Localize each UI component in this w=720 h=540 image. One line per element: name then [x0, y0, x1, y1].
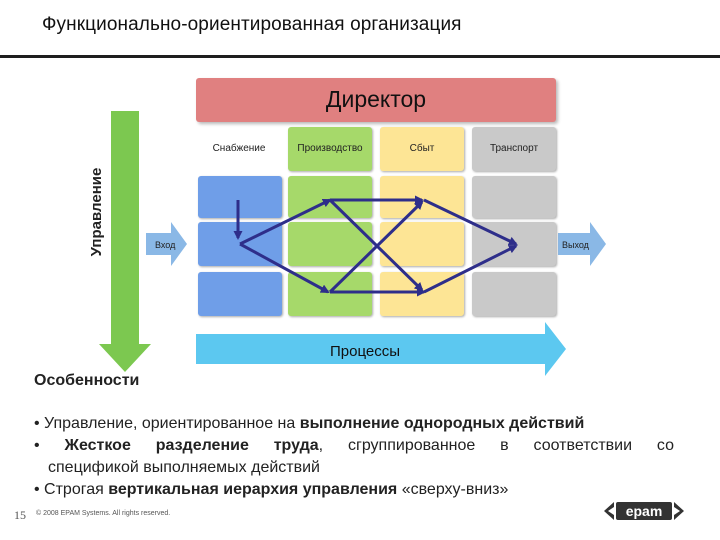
features-title: Особенности [34, 372, 140, 389]
production-head-cell [288, 127, 372, 171]
header-rule [0, 55, 720, 58]
bullet-3-bold: вертикальная иерархия управления [108, 481, 398, 498]
entry-arrow [146, 222, 187, 266]
director-box [196, 78, 556, 122]
flow-arrow-to-production-top [239, 198, 332, 246]
logo-text: epam [626, 503, 663, 519]
page-number: 15 [14, 508, 26, 522]
bullet-1: • Управление, ориентированное на выполне… [34, 415, 585, 432]
processes-label: Процессы [330, 343, 401, 360]
features-list: • Управление, ориентированное на выполне… [34, 413, 674, 501]
exit-arrow [558, 222, 606, 266]
bullet-1-text: Управление, ориентированное на [44, 415, 300, 432]
bullet-3-pre: Строгая [44, 481, 109, 498]
flow-arrow-to-transport-from-top [423, 198, 518, 246]
bullet-3-post: «сверху-вниз» [397, 481, 509, 498]
entry-label: Вход [155, 240, 176, 250]
column-label-supply: Снабжение [212, 143, 266, 154]
production-cell-1 [288, 176, 372, 218]
bullet-2-bold: Жесткое разделение труда [64, 437, 319, 454]
flow-arrow-to-transport-from-bottom [423, 244, 518, 294]
flow-arrow-diagonal-up [328, 200, 424, 294]
supply-cell-1 [198, 176, 282, 218]
bullet-3: • Строгая вертикальная иерархия управлен… [34, 481, 509, 498]
flow-arrow-to-production-bottom [239, 242, 330, 294]
bullet-2-continued: спецификой выполняемых действий [48, 459, 320, 476]
bullet-1-bold: выполнение однородных действий [299, 415, 585, 432]
epam-logo: epam [604, 502, 684, 520]
transport-head-cell [472, 127, 556, 171]
director-label: Директор [325, 86, 427, 112]
management-arrow [99, 111, 151, 372]
transport-cell-3 [472, 272, 556, 316]
management-label: Управление [88, 167, 105, 257]
column-label-sales: Сбыт [409, 143, 435, 154]
slide-title: Функционально-ориентированная организаци… [42, 14, 462, 35]
header-bar [0, 0, 720, 58]
bullet-2-text: , сгруппированное в соответствии со [318, 437, 674, 454]
transport-cell-1 [472, 176, 556, 218]
column-label-production: Производство [297, 143, 363, 154]
column-label-transport: Транспорт [489, 143, 539, 154]
copyright-text: © 2008 EPAM Systems. All rights reserved… [36, 510, 171, 517]
sales-head-cell [380, 127, 464, 171]
processes-arrow [196, 322, 566, 376]
exit-label: Выход [562, 240, 589, 250]
bullet-2: • Жесткое разделение труда, сгруппирован… [34, 437, 674, 454]
supply-cell-3 [198, 272, 282, 316]
